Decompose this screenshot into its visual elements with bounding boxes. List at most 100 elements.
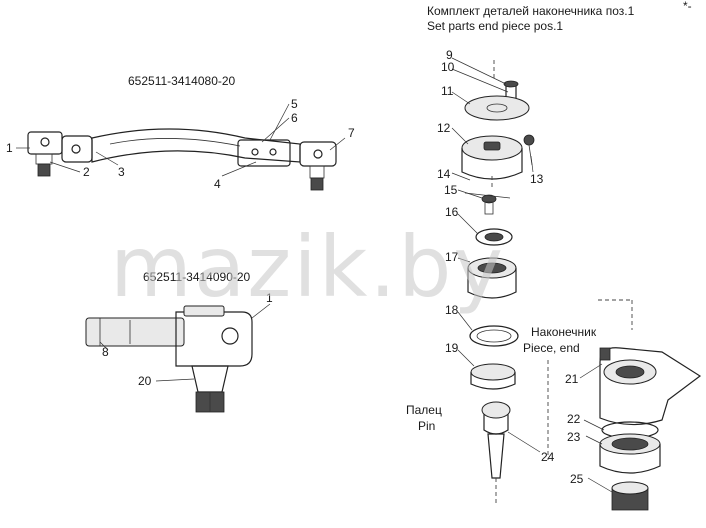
exploded-stack: [461, 60, 535, 505]
part-number-19: 19: [445, 341, 459, 355]
screw-13: [523, 134, 535, 146]
ring-16: [475, 228, 513, 246]
leader-9: [451, 57, 507, 85]
part-number-24: 24: [541, 450, 555, 464]
bushing-19-wall: [470, 372, 516, 390]
leader-15: [457, 189, 483, 199]
leader-20: [155, 378, 195, 382]
part-number-3: 3: [118, 165, 125, 179]
right-clamp-bolt-b: [269, 148, 277, 156]
part-number-5: 5: [291, 97, 298, 111]
end-piece-body-large: [599, 347, 702, 511]
end-piece-shank: [85, 317, 185, 347]
header-title-ru: Комплект деталей наконечника поз.1: [427, 4, 635, 18]
bolt-9-head: [503, 80, 519, 88]
leader-12: [451, 127, 469, 145]
leader-11: [451, 91, 471, 105]
part-number-7: 7: [348, 126, 355, 140]
piece-housing: [599, 347, 702, 426]
ball-pin-neck: [191, 365, 229, 393]
fitting-15-spring: [464, 192, 511, 199]
part-number-21: 21: [565, 372, 579, 386]
part-number-1b: 1: [266, 291, 273, 305]
leader-2: [49, 161, 81, 173]
part-number-9: 9: [446, 48, 453, 62]
part-number-8: 8: [102, 345, 109, 359]
right-end-neck: [309, 165, 325, 179]
corner-mark: *-: [683, 0, 692, 13]
pin-24-ball: [481, 401, 511, 419]
piece-fitting: [599, 347, 611, 361]
left-end-neck: [35, 153, 53, 165]
left-clamp-bolt: [71, 144, 81, 154]
piece-label-ru: Наконечник: [531, 325, 597, 339]
part-number-6: 6: [291, 111, 298, 125]
leader-19: [457, 349, 475, 367]
pin-label-en: Pin: [418, 419, 435, 433]
washer-18-inner: [476, 329, 512, 343]
part-number-2: 2: [83, 165, 90, 179]
leader-6: [261, 117, 290, 143]
plate-11: [464, 95, 530, 121]
leader-1b: [251, 303, 271, 319]
fitting-15-stem: [484, 201, 494, 215]
leader-3: [95, 151, 119, 166]
left-end-bolt: [40, 137, 50, 147]
leader-13: [530, 155, 534, 173]
left-clamp: [61, 135, 93, 163]
watermark: mazik.by: [110, 218, 505, 316]
part-number-14: 14: [437, 167, 451, 181]
assembly-code-upper: 652511-3414080-20: [128, 74, 236, 88]
right-end-bolt: [313, 149, 323, 159]
part-number-23: 23: [567, 430, 581, 444]
right-clamp: [237, 139, 291, 167]
ring-23-wall: [599, 444, 661, 474]
part-number-15: 15: [444, 183, 458, 197]
piece-label-en: Piece, end: [523, 341, 580, 355]
left-end-nut: [37, 163, 51, 177]
part-number-18: 18: [445, 303, 459, 317]
cover-12-boss: [483, 141, 501, 151]
washer-18: [469, 325, 519, 347]
leader-22: [583, 419, 605, 431]
right-end-nut: [310, 177, 324, 191]
nut-25-top: [611, 481, 649, 495]
end-piece-cap: [183, 305, 225, 317]
assembly-code-lower: 652511-3414090-20: [143, 270, 251, 284]
fitting-15: [481, 194, 497, 204]
part-number-13: 13: [530, 172, 544, 186]
leader-23: [585, 435, 603, 445]
end-piece-socket: [221, 327, 239, 345]
piece-socket-inner: [615, 365, 645, 379]
leader-8: [99, 341, 109, 351]
left-end-head: [27, 131, 63, 155]
seat-17-inner: [477, 262, 507, 274]
ring-16-inner: [484, 232, 504, 242]
leader-16: [457, 213, 479, 235]
leader-21: [579, 363, 603, 379]
rod-tube-highlight: [109, 138, 241, 147]
leader-10: [451, 68, 509, 93]
leader-14: [451, 172, 471, 181]
tie-rod-assembly: [27, 128, 337, 191]
rod-tube: [91, 128, 301, 163]
part-number-11: 11: [441, 84, 454, 98]
leader-4: [221, 161, 257, 177]
part-number-25: 25: [570, 472, 584, 486]
leader-17: [457, 257, 471, 263]
end-piece-body: [175, 311, 253, 367]
leader-5: [269, 103, 290, 141]
part-number-16: 16: [445, 205, 459, 219]
leader-7: [329, 137, 346, 151]
leader-24: [507, 431, 541, 453]
part-number-17: 17: [445, 250, 459, 264]
leader-18: [457, 311, 473, 331]
leader-25: [587, 477, 613, 493]
part-number-4: 4: [214, 177, 221, 191]
part-number-12: 12: [437, 121, 451, 135]
header-title-en: Set parts end piece pos.1: [427, 19, 563, 33]
pin-label-ru: Палец: [406, 403, 442, 417]
pin-24-shank: [487, 433, 505, 479]
part-number-1: 1: [6, 141, 13, 155]
